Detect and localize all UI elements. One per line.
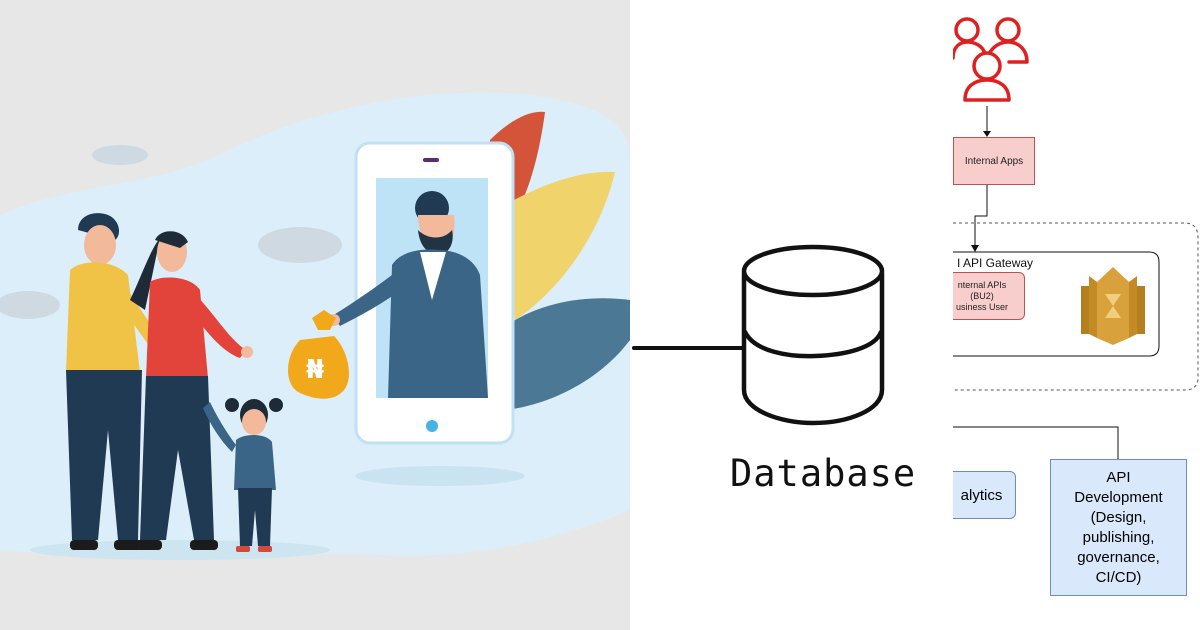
phone-speaker (423, 158, 439, 162)
illustration-panel: ₦ (0, 0, 630, 630)
database-panel: Database (630, 0, 953, 630)
child-figure (203, 398, 283, 552)
gateway-box (953, 251, 1160, 357)
database-drawing (632, 244, 885, 426)
database-label: Database (730, 452, 917, 495)
dashed-boundary (953, 222, 1199, 391)
api-gateway-label: I API Gateway (957, 256, 1034, 270)
money-transfer-illustration: ₦ (0, 92, 630, 560)
api-dev-line-5: governance, (1077, 548, 1160, 566)
ground-shadow (30, 540, 330, 560)
api-dev-line-2: Development (1074, 488, 1163, 506)
analytics-node: alytics (953, 471, 1016, 519)
analytics-label: alytics (960, 486, 1003, 504)
money-bag-symbol: ₦ (306, 355, 324, 385)
database-cylinder-icon (741, 244, 885, 426)
blue-leaf (500, 298, 630, 410)
architecture-lines (953, 17, 1199, 459)
architecture-panel: Internal Apps I API Gateway nternal APIs… (953, 0, 1200, 630)
mother-figure (130, 231, 253, 550)
yellow-leaf (505, 171, 615, 320)
api-dev-line-1: API (1106, 468, 1131, 486)
api-dev-line-4: publishing, (1082, 528, 1155, 546)
apps-to-gateway-arrow (974, 185, 988, 246)
money-bag (287, 310, 349, 399)
users-group-icon (953, 17, 1029, 102)
dev-connector (953, 426, 1119, 459)
internal-apis-line-1: nternal APIs (957, 279, 1007, 290)
api-dev-line-6: CI/CD) (1095, 568, 1142, 586)
man-in-phone (328, 191, 488, 398)
internal-apis-node: nternal APIs (BU2) usiness User (953, 272, 1025, 320)
api-dev-line-3: (Design, (1090, 508, 1147, 526)
internal-apps-node: Internal Apps (953, 137, 1035, 185)
internal-apis-line-3: usiness User (955, 301, 1009, 312)
phone-home-button (426, 420, 438, 432)
aws-api-gateway-icon (1081, 267, 1145, 345)
internal-apis-line-2: (BU2) (970, 290, 994, 301)
api-development-node: API Development (Design, publishing, gov… (1050, 459, 1187, 596)
cloud-shapes (0, 145, 342, 319)
phone-shadow (355, 466, 525, 486)
